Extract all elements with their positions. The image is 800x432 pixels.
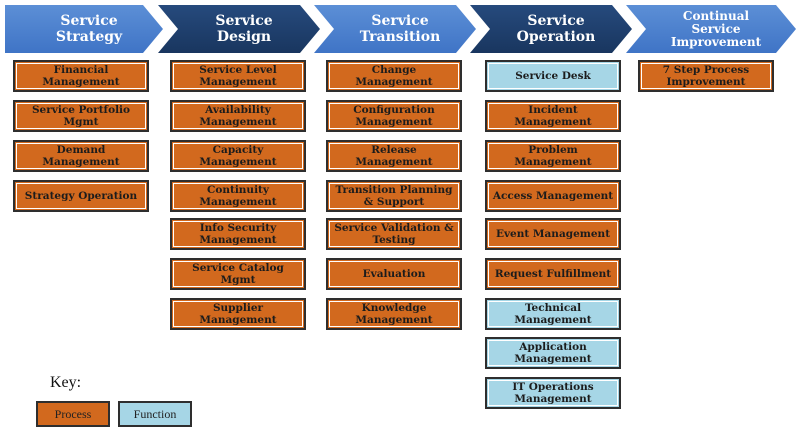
phase-service-design: Service Design (158, 5, 320, 53)
phase-service-strategy: Service Strategy (5, 5, 163, 53)
function-service-desk: Service Desk (485, 60, 621, 92)
phase-service-operation: Service Operation (470, 5, 632, 53)
process-change-management: Change Management (326, 60, 462, 92)
process-knowledge-management: Knowledge Management (326, 298, 462, 330)
phase-title: Service Design (215, 13, 273, 45)
key-process: Process (36, 401, 110, 427)
phase-title: Service Operation (516, 13, 596, 45)
process-incident-management: Incident Management (485, 100, 621, 132)
process-demand-management: Demand Management (13, 140, 149, 172)
function-it-operations-management: IT Operations Management (485, 377, 621, 409)
process-release-management: Release Management (326, 140, 462, 172)
process-continuity-management: Continuity Management (170, 180, 306, 212)
process-availability-management: Availability Management (170, 100, 306, 132)
process-strategy-operation: Strategy Operation (13, 180, 149, 212)
process-service-portfolio-mgmt: Service Portfolio Mgmt (13, 100, 149, 132)
process-service-level-management: Service Level Management (170, 60, 306, 92)
process-service-catalog-mgmt: Service Catalog Mgmt (170, 258, 306, 290)
process-request-fulfillment: Request Fulfillment (485, 258, 621, 290)
key-title: Key: (50, 374, 82, 391)
process-financial-management: Financial Management (13, 60, 149, 92)
process-7-step-process-improvement: 7 Step Process Improvement (638, 60, 774, 92)
process-capacity-management: Capacity Management (170, 140, 306, 172)
process-supplier-management: Supplier Management (170, 298, 306, 330)
process-configuration-management: Configuration Management (326, 100, 462, 132)
process-service-validation-testing: Service Validation & Testing (326, 218, 462, 250)
function-technical-management: Technical Management (485, 298, 621, 330)
process-event-management: Event Management (485, 218, 621, 250)
phase-title: Service Strategy (55, 13, 123, 45)
key-function-label: Function (133, 406, 177, 421)
process-access-management: Access Management (485, 180, 621, 212)
key-function: Function (118, 401, 192, 427)
process-info-security-management: Info Security Management (170, 218, 306, 250)
phase-service-transition: Service Transition (314, 5, 476, 53)
phase-title: Service Transition (359, 13, 441, 45)
process-transition-planning-support: Transition Planning & Support (326, 180, 462, 212)
phase-title: Continual Service Improvement (670, 8, 762, 49)
process-problem-management: Problem Management (485, 140, 621, 172)
phase-continual-service-improvement: Continual Service Improvement (626, 5, 796, 53)
function-application-management: Application Management (485, 337, 621, 369)
process-evaluation: Evaluation (326, 258, 462, 290)
key-process-label: Process (54, 406, 92, 421)
